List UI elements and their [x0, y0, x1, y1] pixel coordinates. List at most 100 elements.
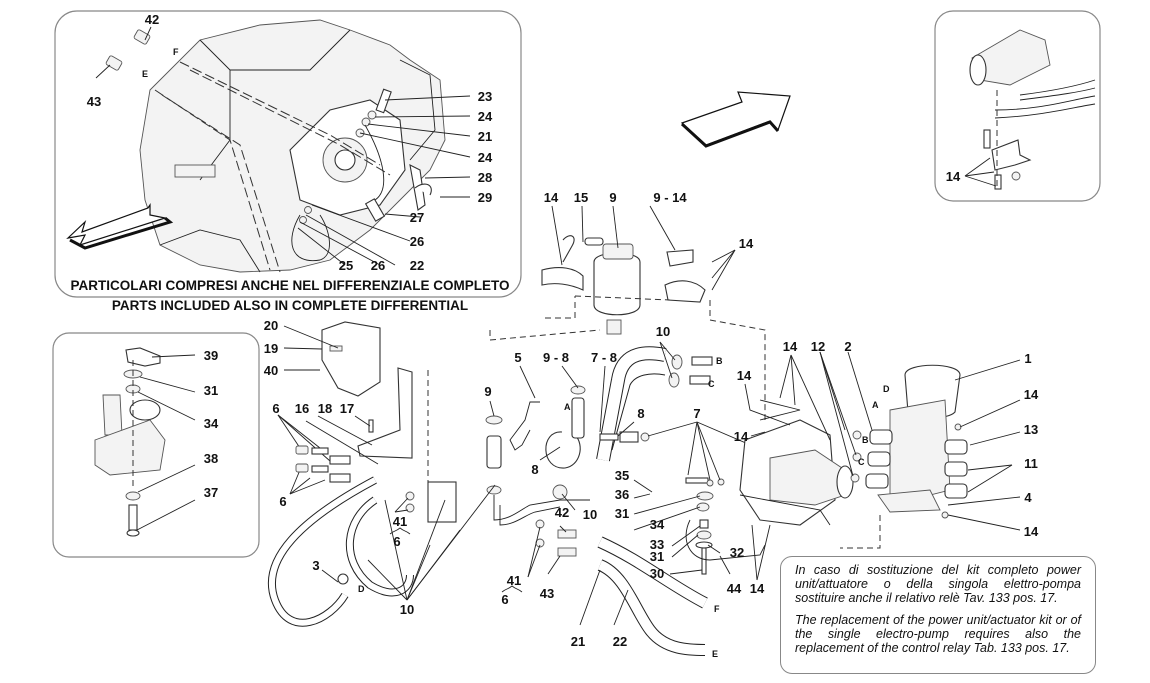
- callout-6b: 6: [279, 494, 286, 509]
- callout-7-8: 7 - 8: [591, 350, 617, 365]
- callout-9-center: 9: [484, 384, 491, 399]
- port-F-pipe: F: [714, 604, 720, 614]
- fittings-6: [295, 445, 351, 483]
- callout-33: 33: [650, 537, 664, 552]
- callout-39: 39: [204, 348, 218, 363]
- callout-26b: 26: [371, 258, 385, 273]
- callout-2: 2: [844, 339, 851, 354]
- leaders-reservoir: [551, 205, 736, 291]
- callout-9-res: 9: [609, 190, 616, 205]
- callout-8a: 8: [637, 406, 644, 421]
- electro-pump: [739, 399, 854, 526]
- callout-38: 38: [204, 451, 218, 466]
- callout-24a: 24: [478, 109, 493, 124]
- callout-14-mount: 14: [946, 169, 961, 184]
- brace-41-6-left: [389, 527, 411, 535]
- port-B-unit: B: [862, 435, 869, 445]
- callout-34: 34: [650, 517, 665, 532]
- callout-27: 27: [410, 210, 424, 225]
- caption-english: PARTS INCLUDED ALSO IN COMPLETE DIFFEREN…: [111, 298, 469, 313]
- callout-31-inset: 31: [204, 383, 218, 398]
- callout-5: 5: [514, 350, 521, 365]
- callout-16: 16: [295, 401, 309, 416]
- callout-34-inset: 34: [204, 416, 219, 431]
- actuator-valve-block: [840, 364, 968, 549]
- callout-14-pu-d: 14: [737, 368, 752, 383]
- power-unit-mount-assembly: [94, 347, 196, 537]
- callout-21: 21: [478, 129, 492, 144]
- callout-41a: 41: [393, 514, 407, 529]
- callout-14-pu-e: 14: [734, 429, 749, 444]
- callout-44: 44: [727, 581, 742, 596]
- callout-31a: 31: [615, 506, 629, 521]
- fitting-42: [133, 29, 151, 45]
- note-italian: In caso di sostituzione del kit completo…: [795, 563, 1081, 605]
- callout-10-top: 10: [656, 324, 670, 339]
- callout-14-res-left: 14: [544, 190, 559, 205]
- callout-3: 3: [312, 558, 319, 573]
- replacement-note: In caso di sostituzione del kit completo…: [780, 556, 1096, 674]
- bracket-assembly: [321, 321, 429, 520]
- callout-10-bottom: 10: [400, 602, 414, 617]
- callout-14-res-right: 14: [739, 236, 754, 251]
- callout-26a: 26: [410, 234, 424, 249]
- fitting-43: [105, 55, 123, 71]
- pipe-routing-lines: [154, 61, 391, 273]
- hoses-center: [267, 346, 766, 656]
- callout-43-center: 43: [540, 586, 554, 601]
- port-A-unit: A: [872, 400, 879, 410]
- callout-14-pu-a: 14: [783, 339, 798, 354]
- callout-14-pu-b: 14: [1024, 387, 1039, 402]
- callout-4: 4: [1024, 490, 1032, 505]
- callout-21-center: 21: [571, 634, 585, 649]
- callout-35: 35: [615, 468, 629, 483]
- callout-42: 42: [145, 12, 159, 27]
- port-E-pipe: E: [712, 649, 718, 659]
- caption-italian: PARTICOLARI COMPRESI ANCHE NEL DIFFERENZ…: [70, 278, 510, 293]
- inset-frame-mounting: [934, 10, 1101, 202]
- callout-41b: 41: [507, 573, 521, 588]
- callout-1: 1: [1024, 351, 1031, 366]
- callout-31b: 31: [650, 549, 664, 564]
- callout-6a: 6: [272, 401, 279, 416]
- callout-13: 13: [1024, 422, 1038, 437]
- callout-14-bottom: 14: [750, 581, 765, 596]
- callout-37: 37: [204, 485, 218, 500]
- brace-41-6-right: [501, 585, 523, 593]
- note-english: The replacement of the power unit/actuat…: [795, 613, 1081, 655]
- leaders-bracket: [277, 325, 379, 495]
- arrow-front-left-icon: [66, 203, 174, 250]
- port-B-hose: B: [716, 356, 723, 366]
- leaders-differential: [95, 26, 471, 266]
- port-A-hose: A: [564, 402, 571, 412]
- leaders-power-unit: [744, 351, 1021, 531]
- callout-18: 18: [318, 401, 332, 416]
- callout-10-mid: 10: [583, 507, 597, 522]
- inset-frame-power-unit: [52, 332, 260, 558]
- callout-6c: 6: [393, 534, 400, 549]
- port-C-unit: C: [858, 457, 865, 467]
- callout-19: 19: [264, 341, 278, 356]
- callout-9-14: 9 - 14: [653, 190, 687, 205]
- callout-23: 23: [478, 89, 492, 104]
- reservoir-assembly: [489, 235, 766, 420]
- port-D-hose: D: [358, 584, 365, 594]
- mounting-assembly: [964, 29, 1096, 190]
- callout-28: 28: [478, 170, 492, 185]
- port-D-unit: D: [883, 384, 890, 394]
- callout-40: 40: [264, 363, 278, 378]
- callout-36: 36: [615, 487, 629, 502]
- callout-12: 12: [811, 339, 825, 354]
- callout-25: 25: [339, 258, 353, 273]
- callout-17: 17: [340, 401, 354, 416]
- callout-20: 20: [264, 318, 278, 333]
- callout-43: 43: [87, 94, 101, 109]
- port-C-hose: C: [708, 379, 715, 389]
- callout-11: 11: [1024, 456, 1038, 471]
- callout-42-center: 42: [555, 505, 569, 520]
- callout-6d: 6: [501, 592, 508, 607]
- port-F-top: F: [173, 47, 179, 57]
- callout-32: 32: [730, 545, 744, 560]
- callout-22a: 22: [410, 258, 424, 273]
